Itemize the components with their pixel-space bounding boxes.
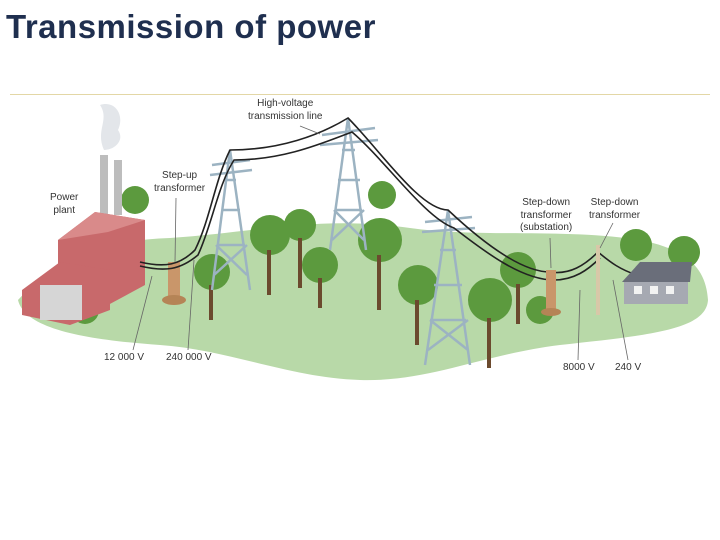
power-plant-building (22, 104, 145, 325)
voltage-240000: 240 000 V (166, 352, 212, 365)
voltage-240: 240 V (615, 362, 641, 375)
label-high-voltage-line: High-voltage transmission line (248, 98, 322, 123)
label-power-plant: Power plant (50, 192, 78, 217)
label-step-up-transformer: Step-up transformer (154, 170, 205, 195)
label-step-down-pole: Step-down transformer (589, 197, 640, 222)
voltage-8000: 8000 V (563, 362, 595, 375)
voltage-12000: 12 000 V (104, 352, 144, 365)
label-step-down-substation: Step-down transformer (substation) (520, 197, 572, 235)
